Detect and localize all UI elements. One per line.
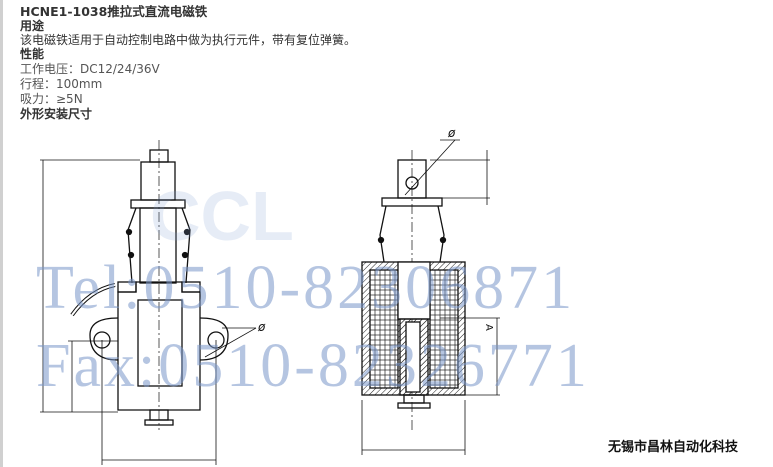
section-view xyxy=(361,139,500,455)
usage-heading: 用途 xyxy=(20,19,45,33)
dimensions-heading: 外形安装尺寸 xyxy=(20,107,93,121)
watermark-fax: Fax:0510-82326771 xyxy=(36,332,590,400)
stroke-label: A xyxy=(483,324,494,331)
front-diameter-label: ø xyxy=(257,320,266,334)
watermark-logo: CCL xyxy=(150,177,294,255)
watermark-tel: Tel:0510-82306871 xyxy=(36,254,576,322)
performance-heading: 性能 xyxy=(20,47,45,61)
page-border xyxy=(0,0,3,467)
usage-text: 该电磁铁适用于自动控制电路中做为执行元件，带有复位弹簧。 xyxy=(20,33,357,47)
spec-stroke: 行程：100mm xyxy=(20,77,103,91)
front-view xyxy=(40,140,257,465)
section-diameter-label: ø xyxy=(447,126,456,140)
company-name: 无锡市昌林自动化科技 xyxy=(608,440,739,455)
spec-force: 吸力：≥5N xyxy=(20,92,83,106)
spec-voltage: 工作电压：DC12/24/36V xyxy=(20,62,160,76)
product-title: HCNE1-1038推拉式直流电磁铁 xyxy=(20,4,208,19)
